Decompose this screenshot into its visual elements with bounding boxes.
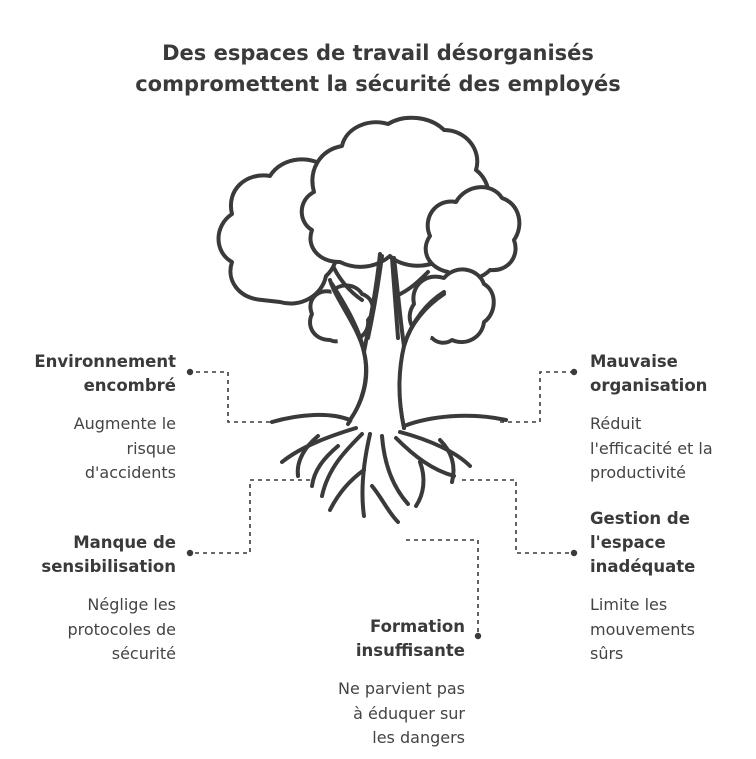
factor-espace: Gestion de l'espace inadéquate Limite le…	[590, 507, 750, 667]
root-center-4	[370, 484, 400, 524]
root-left-4	[295, 434, 320, 478]
dot-formation	[474, 632, 482, 640]
factor-organisation-title: Mauvaise organisation	[590, 352, 708, 395]
root-left-2	[280, 426, 358, 464]
trunk-fill	[350, 346, 404, 428]
root-center-1	[360, 432, 372, 518]
factor-sensibilisation-desc: Néglige les protocoles de sécurité	[67, 595, 176, 663]
factor-sensibilisation: Manque de sensibilisation Néglige les pr…	[0, 531, 176, 667]
tree-icon	[216, 115, 522, 524]
root-right-4	[438, 438, 456, 484]
factor-formation: Formation insuffisante Ne parvient pas à…	[265, 615, 465, 751]
connector-espace	[462, 479, 574, 554]
root-left-3	[320, 432, 364, 498]
factor-formation-desc: Ne parvient pas à éduquer sur les danger…	[338, 679, 465, 747]
root-right-5	[414, 460, 426, 508]
diagram-title: Des espaces de travail désorganisés comp…	[0, 38, 756, 100]
factor-environnement: Environnement encombré Augmente le risqu…	[0, 350, 176, 486]
connector-dots	[186, 368, 578, 640]
factor-environnement-title: Environnement encombré	[34, 352, 176, 395]
branch-left	[332, 266, 364, 302]
connector-environnement	[190, 371, 270, 423]
connectors	[190, 371, 574, 636]
root-center-3	[328, 468, 366, 512]
factor-espace-title: Gestion de l'espace inadéquate	[590, 509, 696, 576]
dot-organisation	[570, 368, 578, 376]
connector-organisation	[500, 371, 574, 423]
dot-espace	[570, 549, 578, 557]
factor-environnement-desc: Augmente le risque d'accidents	[73, 414, 176, 482]
trunk-outline	[330, 254, 446, 430]
dot-sensibilisation	[186, 549, 194, 557]
branch-right	[394, 270, 430, 298]
canopy-right	[423, 185, 522, 282]
root-right-3	[394, 436, 456, 478]
root-left-main	[270, 412, 352, 424]
factor-formation-title: Formation insuffisante	[355, 617, 465, 660]
root-right-2	[398, 430, 472, 468]
factor-espace-desc: Limite les mouvements sûrs	[590, 595, 696, 663]
connector-sensibilisation	[190, 479, 310, 554]
root-left-5	[310, 444, 340, 488]
connector-formation	[406, 539, 479, 636]
dot-environnement	[186, 368, 194, 376]
title-line-1: Des espaces de travail désorganisés	[162, 41, 594, 65]
root-center-2	[380, 434, 410, 506]
factor-organisation: Mauvaise organisation Réduit l'efficacit…	[590, 350, 750, 486]
factor-sensibilisation-title: Manque de sensibilisation	[41, 533, 176, 576]
title-line-2: compromettent la sécurité des employés	[135, 72, 621, 96]
factor-organisation-desc: Réduit l'efficacité et la productivité	[590, 414, 713, 482]
root-right-main	[402, 413, 508, 428]
